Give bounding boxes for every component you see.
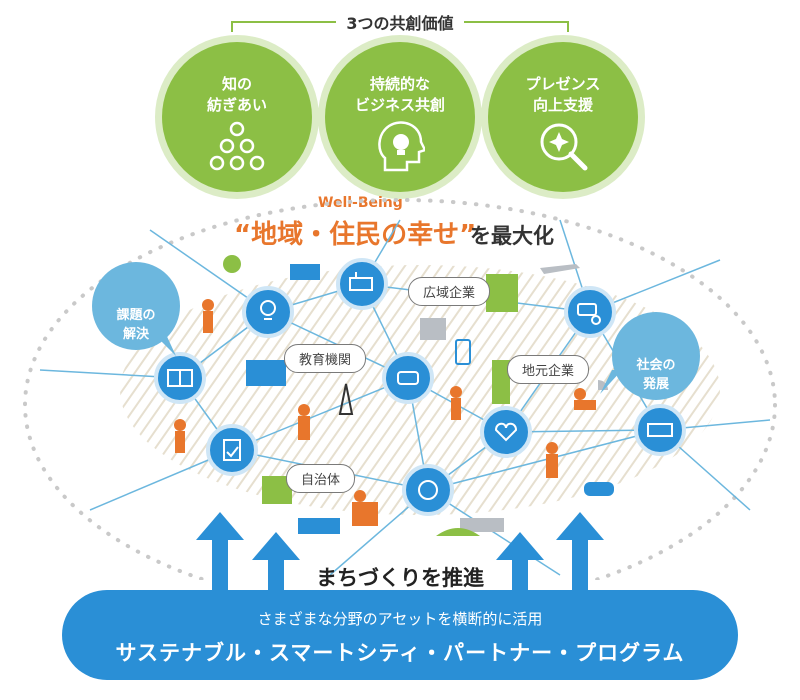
bubble-solve-tail [150, 330, 176, 356]
banner-subtitle: さまざまな分野のアセットを横断的に活用 [257, 610, 543, 628]
bubble-develop-label: 社会の 発展 [636, 358, 676, 392]
program-banner: さまざまな分野のアセットを横断的に活用 サステナブル・スマートシティ・パートナー… [62, 590, 738, 680]
value-presence-label: プレゼンス 向上支援 [525, 75, 601, 114]
label-regional-corp: 広域企業 [408, 277, 491, 306]
label-local-corp: 地元企業 [507, 355, 590, 384]
arrow-up-icon [496, 532, 544, 595]
lightbulb-node-icon [242, 286, 294, 338]
person-walking-icon [202, 299, 214, 311]
electric-car-icon [584, 482, 614, 496]
arrow-up-icon [196, 512, 244, 595]
upward-arrows [196, 512, 604, 595]
clipboard-node-icon [206, 424, 258, 476]
person-cane-icon [174, 419, 186, 431]
airplane-icon [540, 264, 580, 274]
solar-panel-icon [290, 264, 320, 280]
sun-icon [223, 255, 241, 273]
office-building-icon [486, 274, 518, 312]
bubble-develop: 社会の 発展 [612, 312, 700, 400]
value-presence: プレゼンス 向上支援 [488, 42, 638, 192]
value-knowledge-label: 知の 紡ぎあい [206, 75, 267, 114]
head-lightbulb-icon [378, 121, 425, 172]
smartphone-icon [455, 339, 471, 365]
houses-icon [298, 518, 340, 534]
value-business-label: 持続的な ビジネス共創 [354, 75, 445, 114]
well-being-label: Well-Being [318, 195, 403, 211]
businessman-icon [546, 442, 558, 454]
dotted-oval [23, 198, 777, 580]
headline-main: “地域・住民の幸せ” [234, 220, 477, 250]
banner-title: サステナブル・スマートシティ・パートナー・プログラム [115, 641, 685, 665]
headline-suffix: を最大化 [470, 224, 554, 248]
arrow-up-icon [556, 512, 604, 595]
traveler-icon [450, 386, 462, 398]
label-municipality: 自治体 [286, 464, 356, 493]
factory2-node-icon [634, 404, 686, 456]
network-triangle-icon [209, 121, 265, 171]
label-education: 教育機関 [284, 344, 367, 373]
magnifier-sparkle-icon [540, 123, 588, 171]
care-node-icon [480, 406, 532, 458]
arrow-up-icon [252, 532, 300, 595]
parent-child-icon [298, 404, 310, 416]
values-title: 3つの共創価値 [0, 10, 800, 34]
art-node-icon [402, 464, 454, 516]
bubble-solve-label: 課題の 解決 [116, 308, 156, 342]
gray-building-icon [420, 318, 446, 340]
promote-text: まちづくりを推進 [316, 566, 484, 590]
value-business: 持続的な ビジネス共創 [325, 42, 475, 192]
value-knowledge: 知の 紡ぎあい [162, 42, 312, 192]
bubble-develop-tail [600, 370, 622, 394]
tower-building-icon [492, 360, 510, 404]
town-illustrations [174, 255, 614, 536]
network-nodes [154, 258, 686, 516]
laptop-worker-icon [574, 388, 586, 400]
factory-node-icon [336, 258, 388, 310]
chat-node-icon [564, 286, 616, 338]
couple-icon [354, 490, 366, 502]
network-illustration [23, 198, 777, 580]
dome-icon [436, 528, 480, 536]
school-building-icon [246, 360, 286, 386]
houses2-icon [460, 518, 504, 532]
transport-node-icon [382, 352, 434, 404]
radio-tower-icon [338, 383, 354, 415]
